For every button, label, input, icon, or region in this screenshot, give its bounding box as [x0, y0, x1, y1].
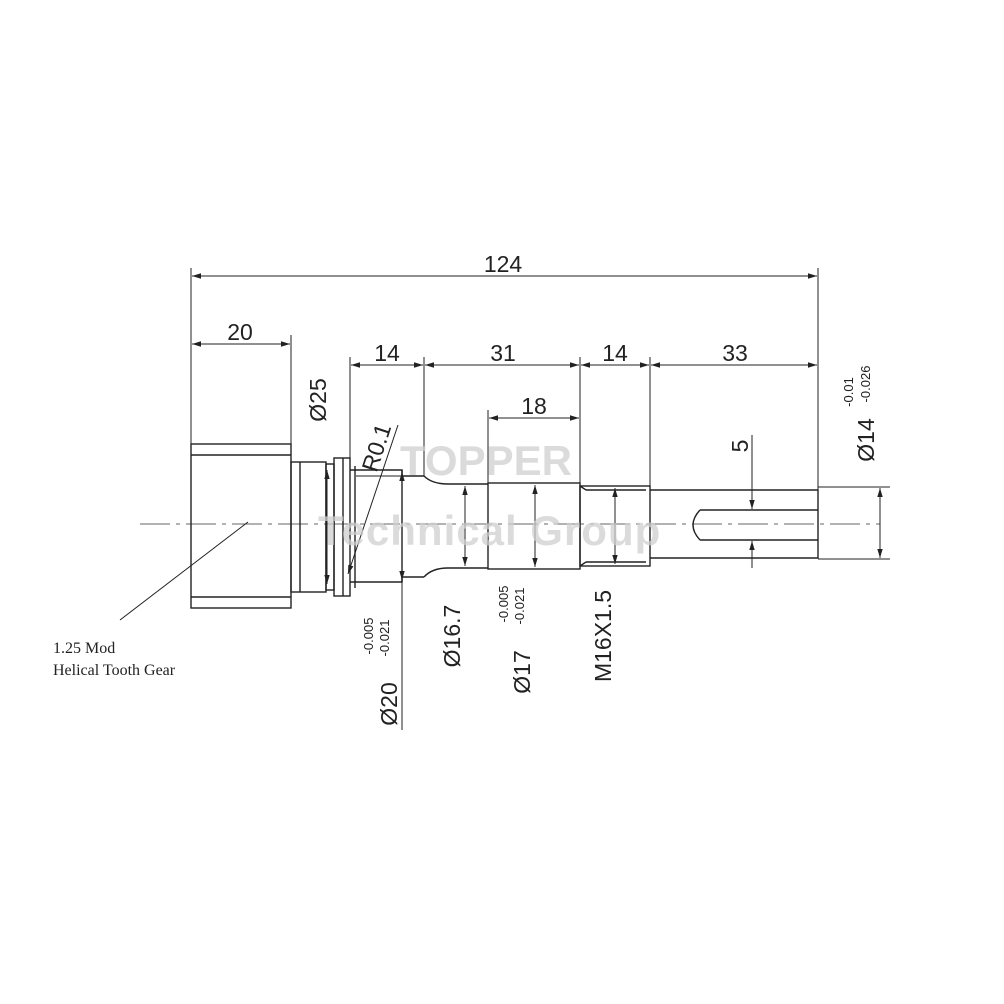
- dim-dia-17-tol-upper: -0.005: [496, 586, 511, 623]
- dim-flat-depth: 5: [727, 440, 753, 453]
- watermark-line-2: Technical Group: [318, 507, 661, 554]
- dim-overall-length: 124: [484, 251, 523, 277]
- dim-thread: M16X1.5: [590, 590, 616, 682]
- dim-seg5: 18: [521, 393, 547, 419]
- dim-dia-20-tol-lower: -0.021: [377, 620, 392, 657]
- gear-body: [190, 443, 292, 609]
- dim-dia-17-tol-lower: -0.021: [512, 588, 527, 625]
- dim-seg2: 31: [490, 340, 516, 366]
- dim-dia-14: Ø14: [853, 418, 879, 462]
- dim-seg1: 14: [374, 340, 400, 366]
- thread-section: [579, 485, 651, 567]
- dim-dia-17: Ø17: [509, 650, 535, 693]
- dim-dia-25: Ø25: [305, 378, 331, 421]
- dim-dia-14-tol-lower: -0.026: [858, 366, 873, 403]
- dim-dia-14-tol-upper: -0.01: [841, 377, 856, 407]
- dim-dia-20: Ø20: [376, 682, 402, 725]
- dim-seg3: 14: [602, 340, 628, 366]
- dim-dia-20-tol-upper: -0.005: [361, 618, 376, 655]
- dim-gear-width: 20: [227, 319, 253, 345]
- dim-seg4: 33: [722, 340, 748, 366]
- gear-note-line-2: Helical Tooth Gear: [53, 662, 176, 679]
- dimension-lines: [119, 268, 890, 730]
- dim-dia-16-7: Ø16.7: [439, 605, 465, 668]
- watermark-line-1: TOPPER: [400, 437, 572, 484]
- gear-note-line-1: 1.25 Mod: [53, 640, 115, 657]
